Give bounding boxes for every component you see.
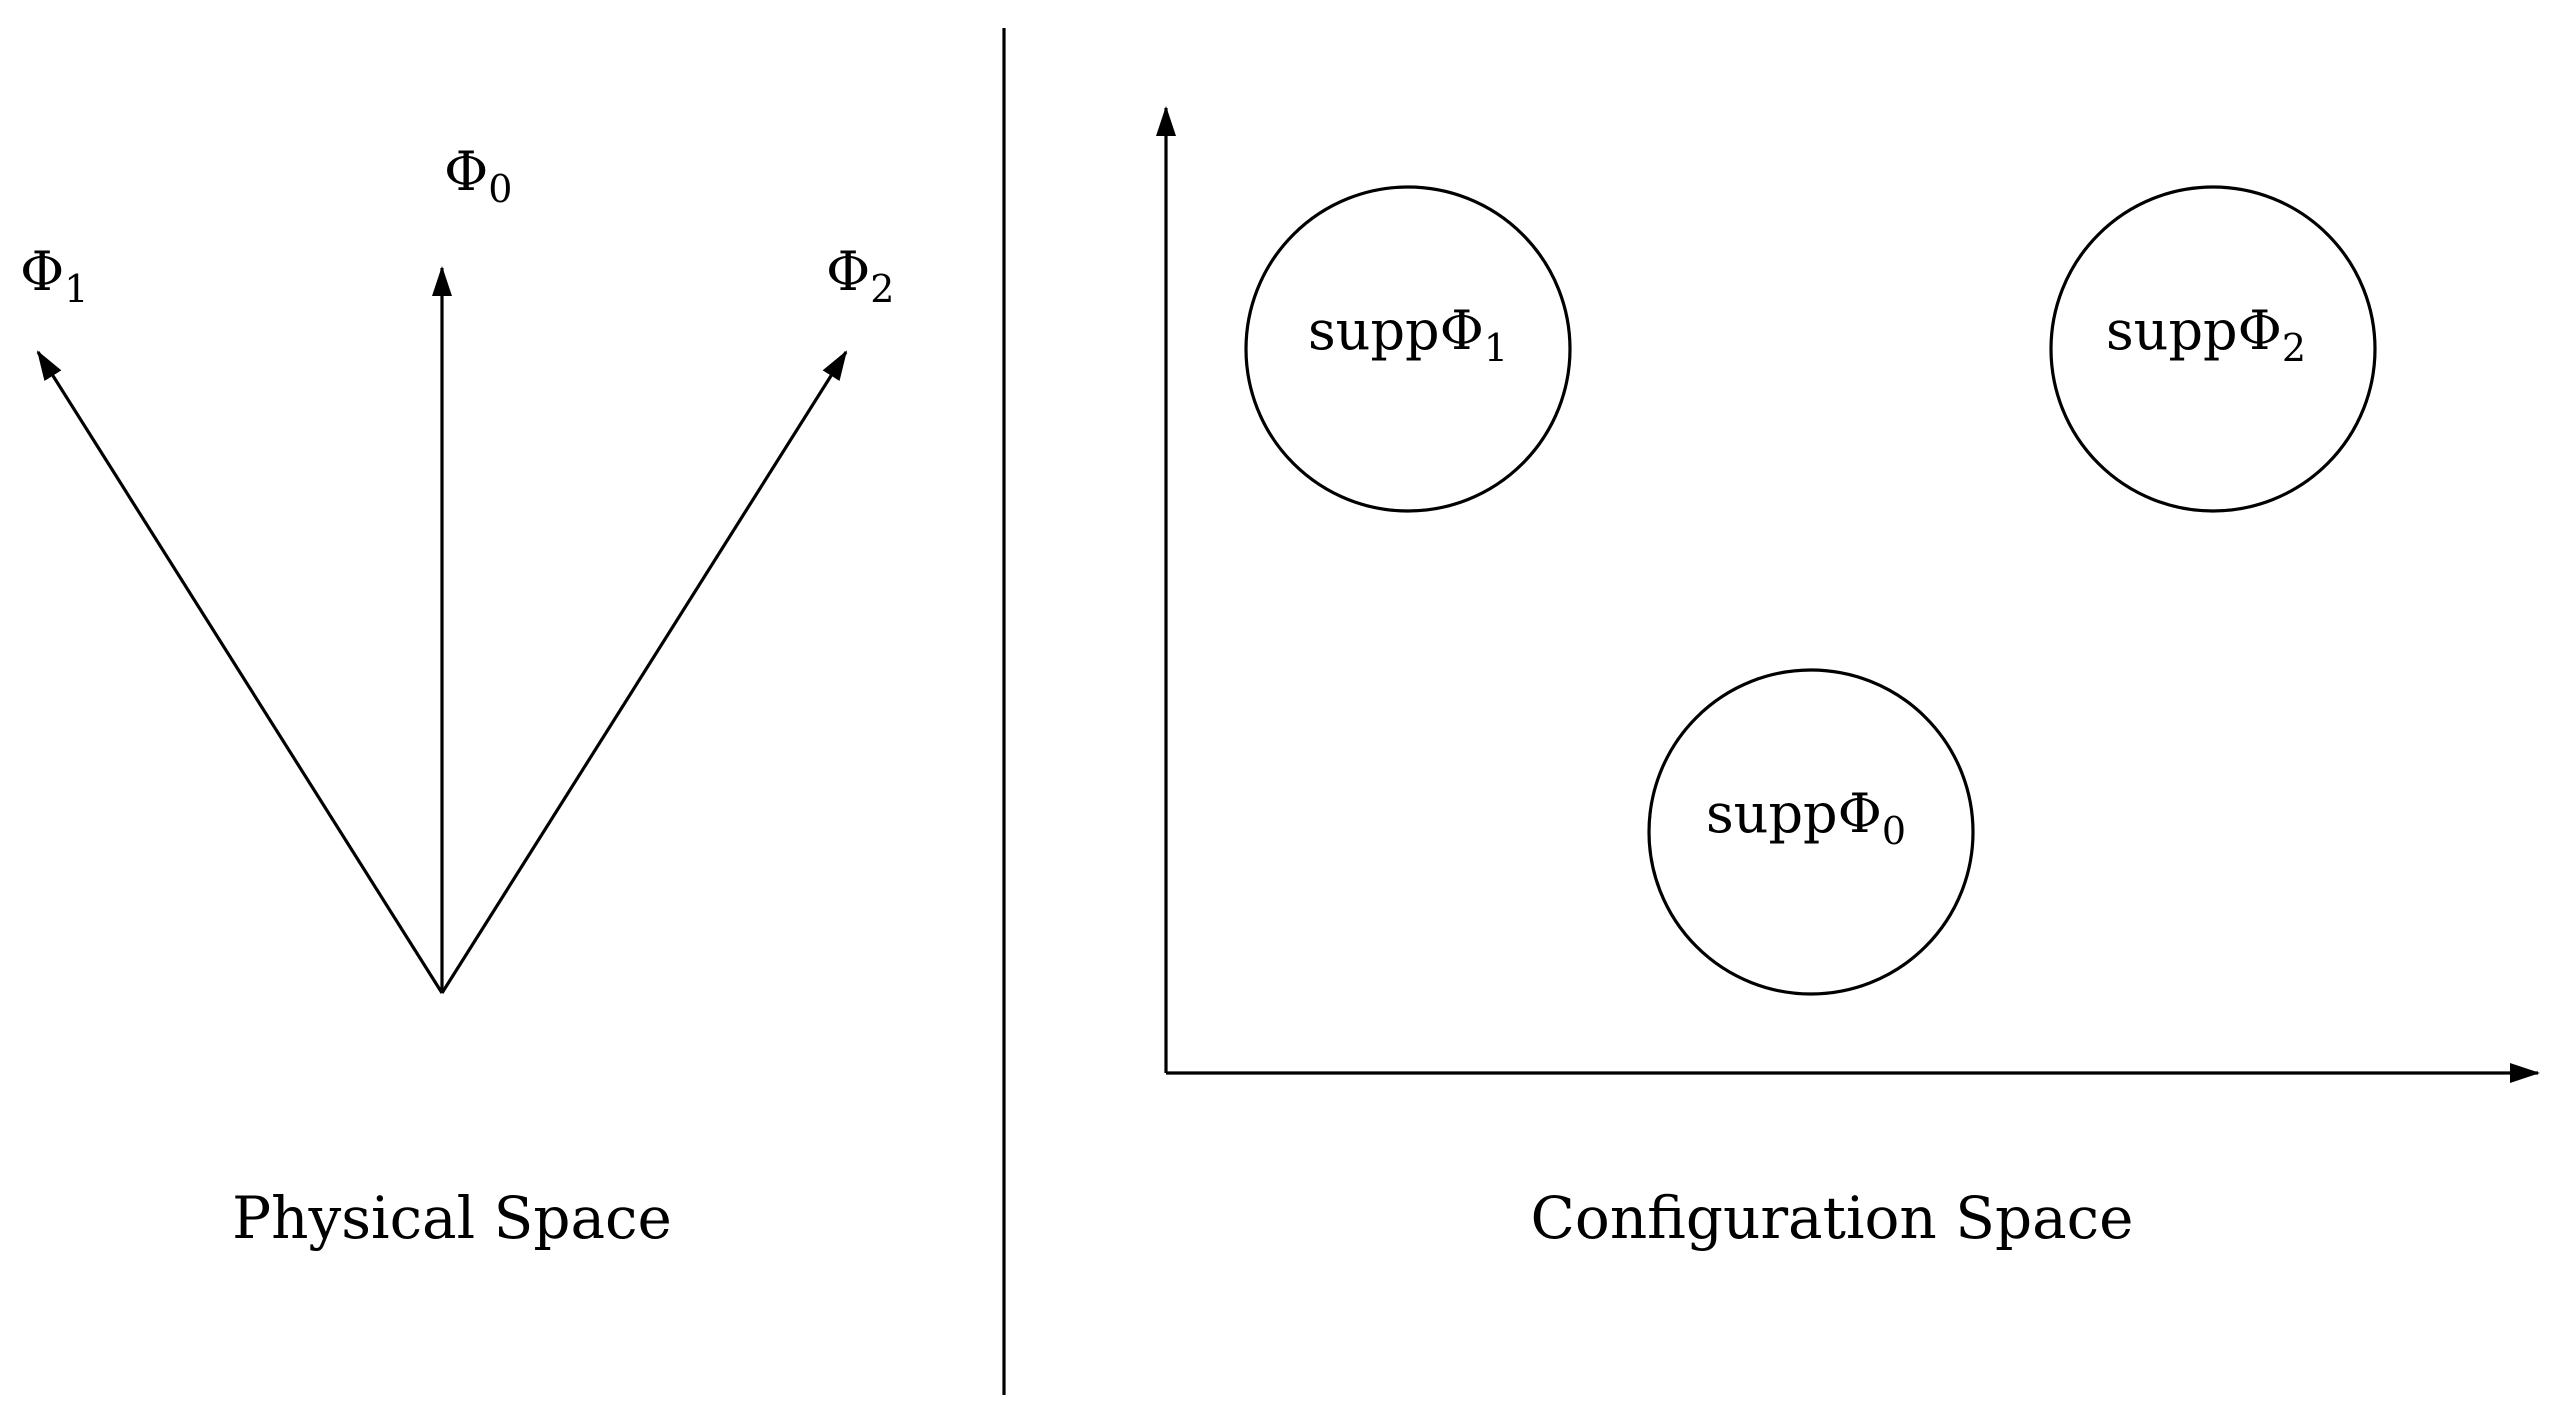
vector-label-phi-0: Φ0 xyxy=(444,140,512,211)
configuration-space-panel: suppΦ1 suppΦ2 suppΦ0 Configuration Space xyxy=(1156,106,2540,1252)
vector-label-phi-1: Φ1 xyxy=(20,240,88,311)
support-label-phi-2: suppΦ2 xyxy=(2106,299,2306,370)
vector-arrow-phi-2 xyxy=(440,350,848,994)
vector-label-phi-2: Φ2 xyxy=(826,240,894,311)
support-circle-phi-2 xyxy=(2049,185,2377,513)
support-label-phi-0: suppΦ0 xyxy=(1706,782,1906,853)
configuration-space-caption: Configuration Space xyxy=(1531,1184,2134,1252)
physical-space-caption: Physical Space xyxy=(232,1184,672,1252)
support-circle-phi-0 xyxy=(1647,668,1975,996)
support-circle-phi-1 xyxy=(1244,185,1572,513)
physical-space-panel: Φ0 Φ1 Φ2 Physical Space xyxy=(20,140,894,1252)
support-label-phi-1: suppΦ1 xyxy=(1308,299,1508,370)
vector-arrow-phi-1 xyxy=(36,350,444,994)
